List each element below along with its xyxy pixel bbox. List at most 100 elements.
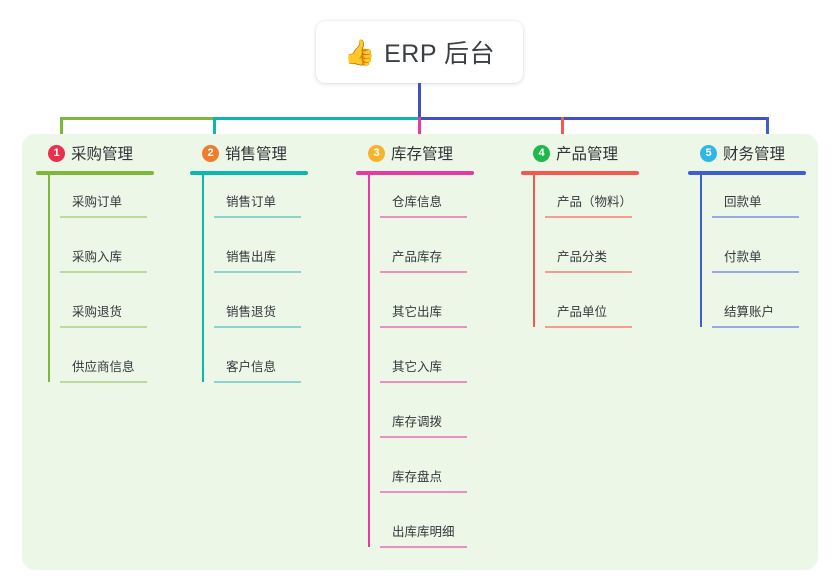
branch-badge-2: 2 xyxy=(202,144,219,162)
list-item[interactable]: 其它出库 xyxy=(368,285,508,340)
branch-title-4: 产品管理 xyxy=(556,146,619,163)
branch-spine-3 xyxy=(368,175,370,547)
branch-badge-3: 3 xyxy=(368,144,385,162)
item-label: 库存调拨 xyxy=(392,415,443,429)
branch-items-3: 仓库信息 产品库存 其它出库 其它入库 库存调拨 库存盘点 xyxy=(356,175,508,560)
item-label: 客户信息 xyxy=(226,360,277,374)
branch-header-3[interactable]: 3 库存管理 xyxy=(356,140,508,166)
item-rule xyxy=(545,271,632,273)
item-label: 采购订单 xyxy=(72,195,123,209)
item-rule xyxy=(214,381,301,383)
item-rule xyxy=(214,216,301,218)
item-rule xyxy=(380,436,467,438)
list-item[interactable]: 库存盘点 xyxy=(368,450,508,505)
item-label: 其它出库 xyxy=(392,305,443,319)
item-label: 销售退货 xyxy=(226,305,277,319)
item-rule xyxy=(380,326,467,328)
branch-rule-4 xyxy=(521,171,639,175)
branch-spine-4 xyxy=(533,175,535,327)
item-rule xyxy=(545,326,632,328)
list-item[interactable]: 付款单 xyxy=(700,230,839,285)
branch-rule-5 xyxy=(688,171,806,175)
list-item[interactable]: 销售退货 xyxy=(202,285,342,340)
content-panel xyxy=(22,134,818,570)
item-label: 采购入库 xyxy=(72,250,123,264)
list-item[interactable]: 回款单 xyxy=(700,175,839,230)
item-rule xyxy=(545,216,632,218)
list-item[interactable]: 其它入库 xyxy=(368,340,508,395)
branch-column-4: 4 产品管理 产品（物料） 产品分类 产品单位 xyxy=(521,140,673,340)
item-label: 付款单 xyxy=(724,250,762,264)
list-item[interactable]: 采购订单 xyxy=(48,175,188,230)
item-rule xyxy=(60,381,147,383)
branch-items-4: 产品（物料） 产品分类 产品单位 xyxy=(521,175,673,340)
list-item[interactable]: 产品单位 xyxy=(533,285,673,340)
list-item[interactable]: 产品（物料） xyxy=(533,175,673,230)
list-item[interactable]: 产品库存 xyxy=(368,230,508,285)
item-rule xyxy=(380,546,467,548)
branch-title-3: 库存管理 xyxy=(391,146,454,163)
branch-rule-3 xyxy=(356,171,474,175)
item-rule xyxy=(712,271,799,273)
item-label: 回款单 xyxy=(724,195,762,209)
branch-title-5: 财务管理 xyxy=(723,146,786,163)
list-item[interactable]: 出库库明细 xyxy=(368,505,508,560)
item-rule xyxy=(380,381,467,383)
list-item[interactable]: 采购退货 xyxy=(48,285,188,340)
item-rule xyxy=(214,326,301,328)
list-item[interactable]: 销售订单 xyxy=(202,175,342,230)
branch-title-1: 采购管理 xyxy=(71,146,134,163)
item-label: 采购退货 xyxy=(72,305,123,319)
item-rule xyxy=(380,271,467,273)
branch-spine-1 xyxy=(48,175,50,382)
item-label: 其它入库 xyxy=(392,360,443,374)
root-node[interactable]: 👍 ERP 后台 xyxy=(316,21,523,83)
branch-rule-1 xyxy=(36,171,154,175)
branch-column-1: 1 采购管理 采购订单 采购入库 采购退货 供应商信息 xyxy=(36,140,188,395)
item-rule xyxy=(60,271,147,273)
branch-header-1[interactable]: 1 采购管理 xyxy=(36,140,188,166)
item-label: 产品（物料） xyxy=(557,195,633,209)
item-label: 销售出库 xyxy=(226,250,277,264)
item-rule xyxy=(380,216,467,218)
branch-badge-5: 5 xyxy=(700,144,717,162)
item-label: 产品库存 xyxy=(392,250,443,264)
item-label: 产品单位 xyxy=(557,305,608,319)
item-label: 产品分类 xyxy=(557,250,608,264)
item-label: 库存盘点 xyxy=(392,470,443,484)
item-label: 供应商信息 xyxy=(72,360,135,374)
branch-header-2[interactable]: 2 销售管理 xyxy=(190,140,342,166)
branch-column-5: 5 财务管理 回款单 付款单 结算账户 xyxy=(688,140,839,340)
branch-rule-2 xyxy=(190,171,308,175)
item-label: 销售订单 xyxy=(226,195,277,209)
item-rule xyxy=(60,326,147,328)
branch-spine-2 xyxy=(202,175,204,382)
list-item[interactable]: 产品分类 xyxy=(533,230,673,285)
item-label: 结算账户 xyxy=(724,305,775,319)
item-rule xyxy=(380,491,467,493)
item-rule xyxy=(60,216,147,218)
branch-spine-5 xyxy=(700,175,702,327)
item-rule xyxy=(214,271,301,273)
branch-column-2: 2 销售管理 销售订单 销售出库 销售退货 客户信息 xyxy=(190,140,342,395)
list-item[interactable]: 采购入库 xyxy=(48,230,188,285)
branch-header-4[interactable]: 4 产品管理 xyxy=(521,140,673,166)
thumbs-up-icon: 👍 xyxy=(343,37,376,67)
item-label: 出库库明细 xyxy=(392,525,455,539)
branch-title-2: 销售管理 xyxy=(225,146,288,163)
branch-header-5[interactable]: 5 财务管理 xyxy=(688,140,839,166)
root-title: ERP 后台 xyxy=(384,40,496,68)
item-label: 仓库信息 xyxy=(392,195,443,209)
list-item[interactable]: 客户信息 xyxy=(202,340,342,395)
branch-items-5: 回款单 付款单 结算账户 xyxy=(688,175,839,340)
list-item[interactable]: 库存调拨 xyxy=(368,395,508,450)
branch-items-2: 销售订单 销售出库 销售退货 客户信息 xyxy=(190,175,342,395)
list-item[interactable]: 供应商信息 xyxy=(48,340,188,395)
branch-column-3: 3 库存管理 仓库信息 产品库存 其它出库 其它入库 库存调拨 xyxy=(356,140,508,560)
list-item[interactable]: 结算账户 xyxy=(700,285,839,340)
branch-badge-1: 1 xyxy=(48,144,65,162)
item-rule xyxy=(712,216,799,218)
list-item[interactable]: 仓库信息 xyxy=(368,175,508,230)
list-item[interactable]: 销售出库 xyxy=(202,230,342,285)
